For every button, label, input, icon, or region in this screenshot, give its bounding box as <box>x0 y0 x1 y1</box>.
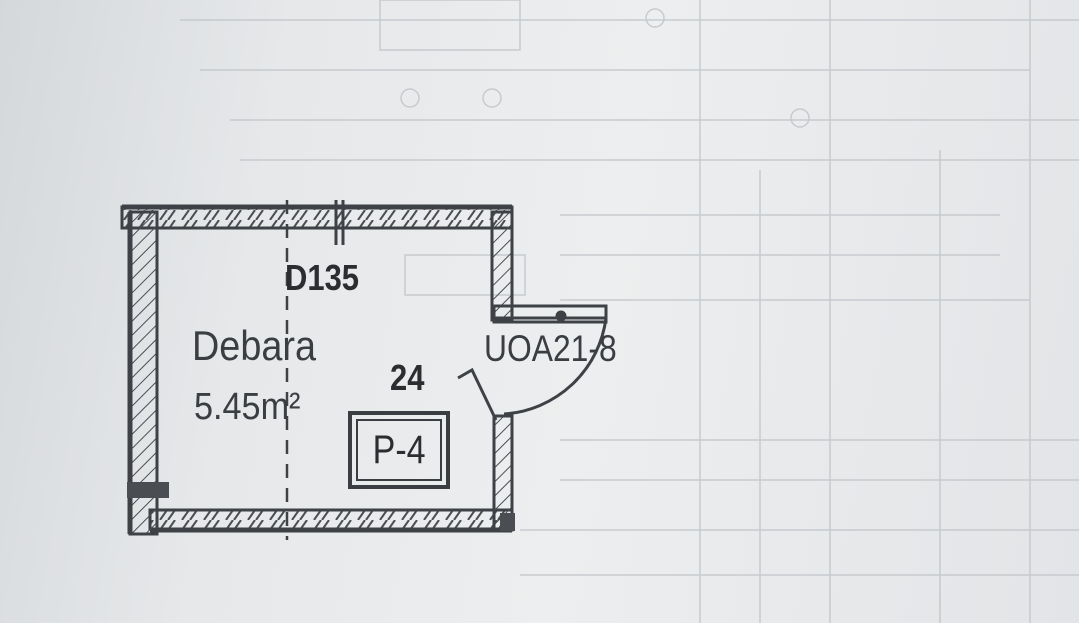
door-code-label: UOA21-8 <box>484 328 617 369</box>
room-tag-box: P-4 <box>348 411 450 489</box>
leader-line <box>457 367 498 421</box>
right-wall-lower <box>492 414 515 532</box>
wall-tick <box>334 200 345 245</box>
door-swing <box>492 304 608 416</box>
room-code-label: D135 <box>285 257 360 298</box>
top-wall <box>120 204 514 230</box>
bottom-wall <box>148 508 514 533</box>
room-tag-inner: P-4 <box>356 419 442 481</box>
room-name-label: Debara <box>192 322 316 369</box>
room-number-label: 24 <box>390 357 425 398</box>
right-wall-upper <box>490 210 514 322</box>
left-wall <box>127 210 169 536</box>
room-area-label: 5.45m² <box>194 386 301 428</box>
background-sheet-lines <box>180 0 1079 623</box>
room-tag-label: P-4 <box>372 428 426 472</box>
